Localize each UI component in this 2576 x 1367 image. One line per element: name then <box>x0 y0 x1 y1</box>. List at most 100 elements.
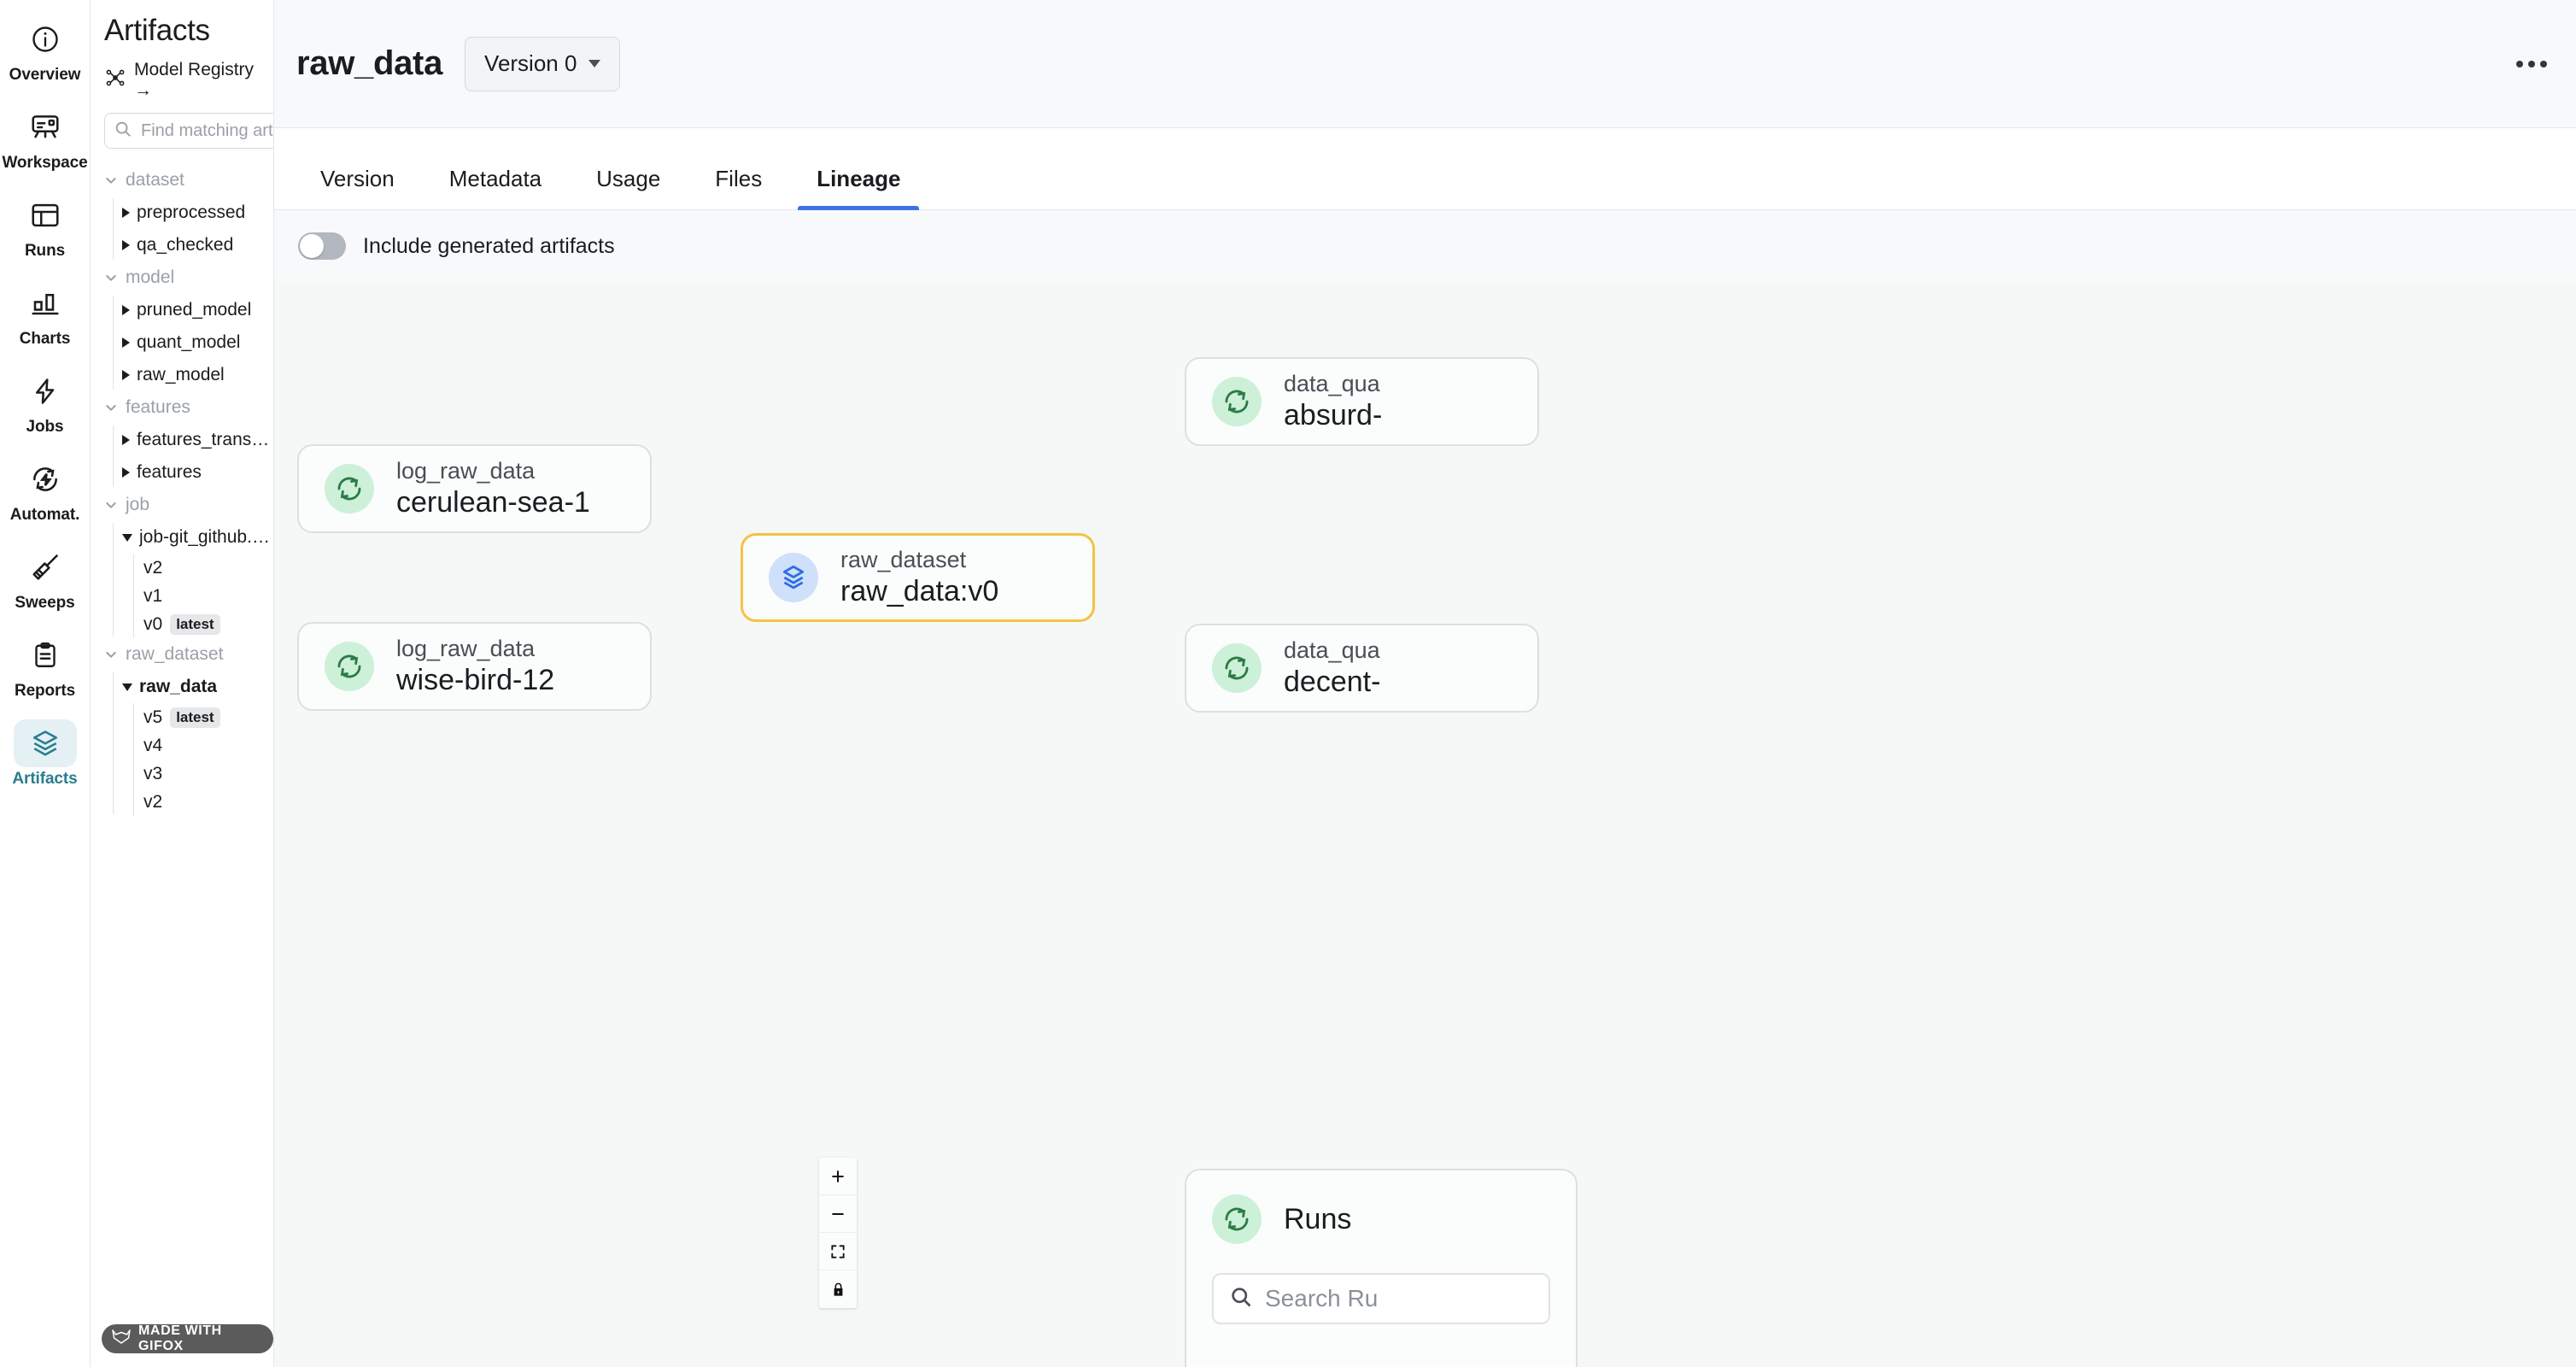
tree-item[interactable]: raw_data <box>114 671 273 703</box>
run-icon <box>1212 377 1262 426</box>
artifact-search[interactable] <box>104 113 273 149</box>
node-subtitle: data_qua <box>1284 371 1380 397</box>
nav-item-jobs[interactable]: Jobs <box>5 367 85 437</box>
tree-version-row[interactable]: v1 <box>135 582 273 610</box>
gifox-label: MADE WITH GIFOX <box>138 1323 222 1353</box>
zoom-out-button[interactable] <box>819 1195 857 1233</box>
nav-item-label: Artifacts <box>12 770 78 788</box>
fit-view-button[interactable] <box>819 1233 857 1270</box>
caret-right-icon <box>122 208 130 218</box>
nav-item-label: Charts <box>19 330 71 348</box>
node-subtitle: data_qua <box>1284 637 1380 664</box>
nav-item-label: Workspace <box>2 154 88 172</box>
tree-group-body: features_transformed features <box>104 424 273 489</box>
tab-metadata[interactable]: Metadata <box>448 166 542 191</box>
tree-item[interactable]: quant_model <box>114 326 273 359</box>
tree-version-row[interactable]: v3 <box>135 760 273 788</box>
zoom-in-button[interactable] <box>819 1158 857 1195</box>
lineage-edges <box>274 282 530 410</box>
tree-item[interactable]: features_transformed <box>114 424 273 456</box>
tree-item[interactable]: pruned_model <box>114 294 273 326</box>
nav-item-automat[interactable]: Automat. <box>5 455 85 525</box>
nav-item-workspace[interactable]: Workspace <box>2 103 88 173</box>
chevron-down-icon <box>106 502 116 508</box>
tree-version-row[interactable]: v2 <box>135 554 273 582</box>
tree-item[interactable]: qa_checked <box>114 229 273 261</box>
chevron-down-icon <box>588 60 601 67</box>
tree-item-label: raw_model <box>137 365 225 384</box>
tree-group-header[interactable]: dataset <box>104 164 273 197</box>
tree-group-label: features <box>126 397 190 417</box>
version-tag: latest <box>170 707 220 728</box>
chevron-down-icon <box>106 178 116 184</box>
nav-item-sweeps[interactable]: Sweeps <box>5 543 85 613</box>
tree-version-label: v2 <box>143 557 163 578</box>
tree-item-label: job-git_github.com_wa… <box>139 527 273 547</box>
search-input[interactable] <box>141 120 273 141</box>
chevron-down-icon <box>106 405 116 411</box>
tree-group-header[interactable]: model <box>104 261 273 294</box>
node-subtitle: log_raw_data <box>396 458 536 484</box>
tab-version[interactable]: Version <box>320 166 395 191</box>
tree-group-header[interactable]: features <box>104 391 273 424</box>
artifact-icon <box>769 553 818 602</box>
tree-item-label: features_transformed <box>137 430 273 449</box>
run-icon <box>1212 643 1262 693</box>
tree-item-label: qa_checked <box>137 235 234 255</box>
tree-group-header[interactable]: job <box>104 489 273 521</box>
tab-usage[interactable]: Usage <box>596 166 661 191</box>
page-title: Artifacts <box>104 14 210 47</box>
tree-version-row[interactable]: v2 <box>135 788 273 816</box>
tree-group-header[interactable]: raw_dataset <box>104 638 273 671</box>
tree-item[interactable]: raw_model <box>114 359 273 391</box>
bolt-icon <box>14 367 77 415</box>
tree-item[interactable]: preprocessed <box>114 197 273 229</box>
lock-button[interactable] <box>819 1270 857 1308</box>
node-subtitle: log_raw_data <box>396 636 536 662</box>
include-generated-artifacts-toggle[interactable] <box>298 232 346 260</box>
tree-item-label: raw_data <box>139 677 218 696</box>
nav-item-runs[interactable]: Runs <box>5 191 85 261</box>
node-subtitle: raw_dataset <box>840 547 967 573</box>
tab-files[interactable]: Files <box>715 166 763 191</box>
include-generated-artifacts-label: Include generated artifacts <box>363 233 615 258</box>
caret-right-icon <box>122 337 130 348</box>
nav-item-artifacts[interactable]: Artifacts <box>5 719 85 789</box>
runs-search-input[interactable] <box>1265 1285 1533 1312</box>
runs-search[interactable] <box>1212 1273 1550 1324</box>
model-registry-icon <box>104 67 126 94</box>
bar-chart-icon <box>14 279 77 327</box>
tree-version-row[interactable]: v4 <box>135 731 273 760</box>
tree-item[interactable]: job-git_github.com_wa… <box>114 521 273 554</box>
search-icon <box>1229 1285 1253 1313</box>
tab-lineage[interactable]: Lineage <box>798 166 920 210</box>
gifox-watermark: MADE WITH GIFOX <box>102 1323 273 1353</box>
model-registry-link[interactable]: Model Registry → <box>104 56 261 113</box>
tree-item[interactable]: features <box>114 456 273 489</box>
node-name: absurd- <box>1284 398 1383 431</box>
chevron-down-icon <box>106 652 116 658</box>
nav-item-overview[interactable]: Overview <box>5 15 85 85</box>
runs-panel[interactable]: Runs <box>1185 1169 1578 1367</box>
version-select[interactable]: Version 0 <box>465 36 621 91</box>
nav-item-charts[interactable]: Charts <box>5 279 85 349</box>
overflow-menu-button[interactable] <box>2516 60 2547 67</box>
nav-item-label: Sweeps <box>15 594 75 612</box>
tree-group-body: preprocessed qa_checked <box>104 197 273 261</box>
nav-item-label: Jobs <box>26 418 64 436</box>
nav-item-reports[interactable]: Reports <box>5 631 85 701</box>
